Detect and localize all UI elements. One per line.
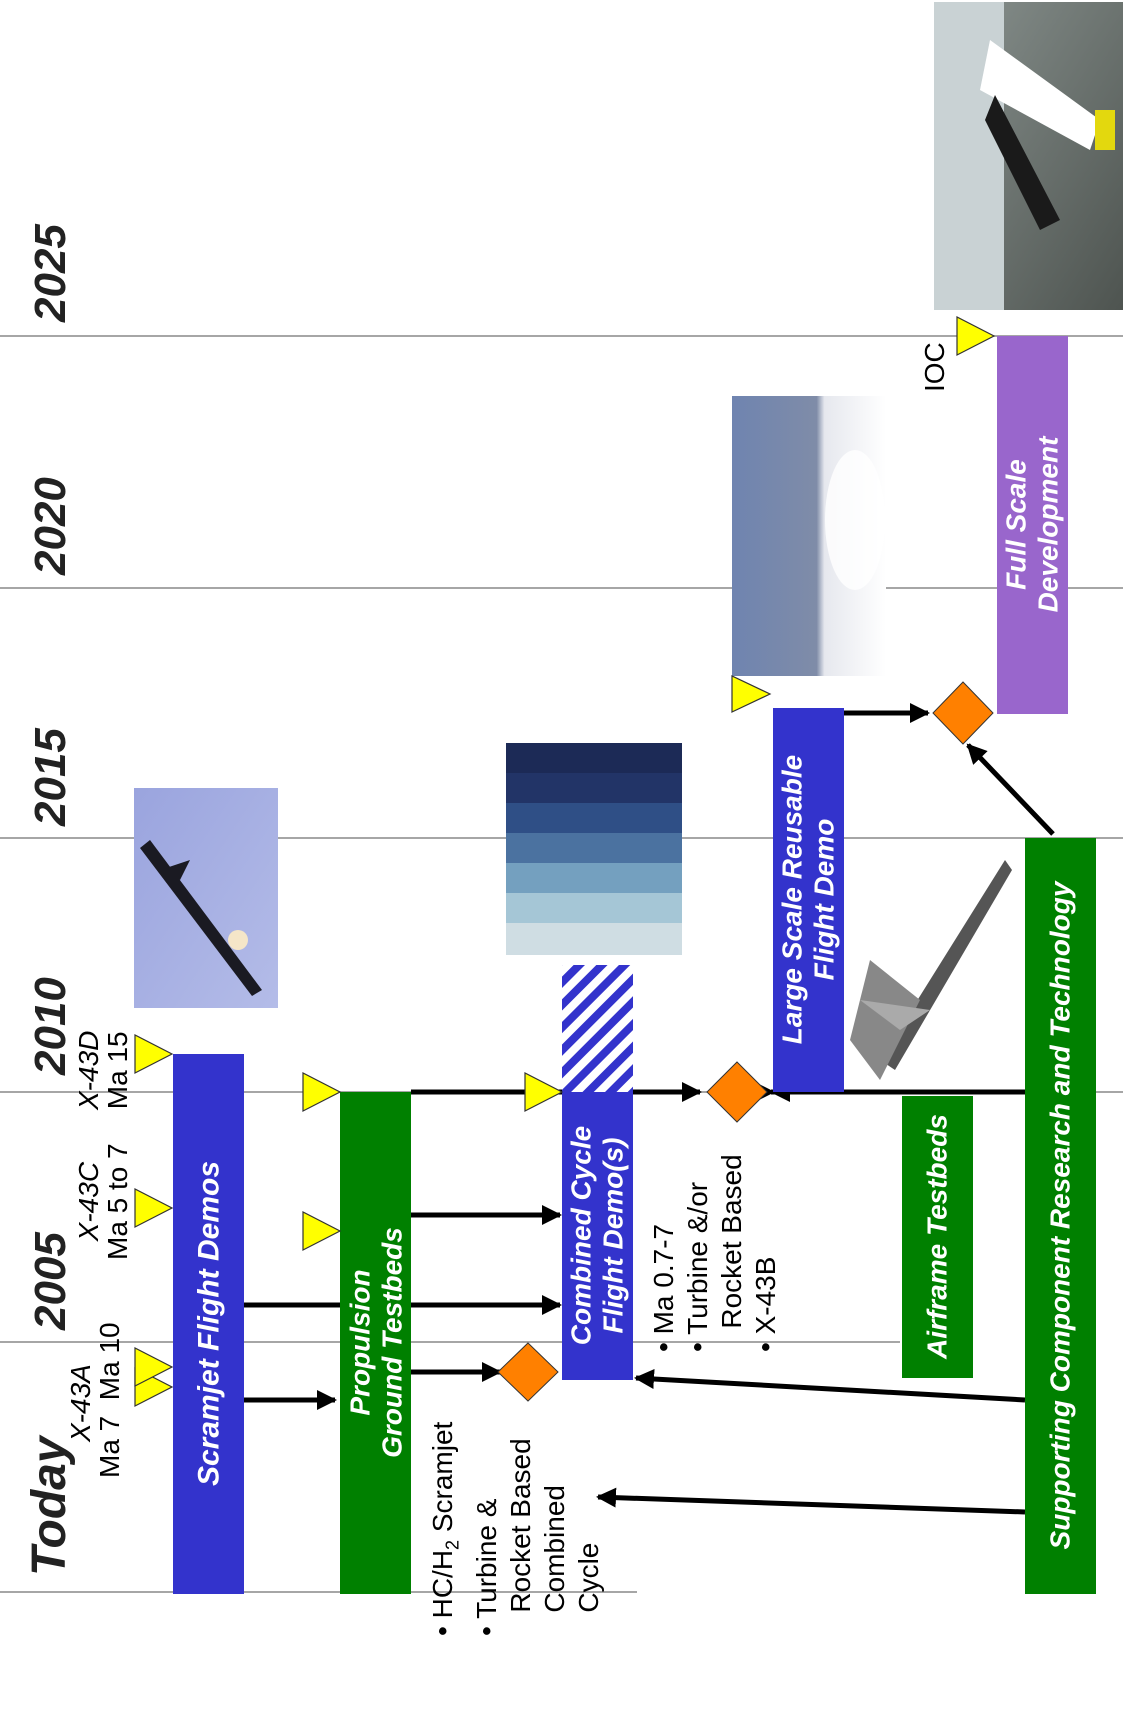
year-label-2025: 2025 bbox=[26, 224, 75, 322]
spaceplane-runway-photo bbox=[934, 2, 1123, 310]
bullet-item: • Ma 0.7-7 bbox=[648, 1223, 679, 1352]
ioc-milestone-label: IOC bbox=[919, 342, 950, 392]
bullet-item: • Turbine & bbox=[470, 1498, 502, 1636]
x43a-milestone-label: X-43A Ma 7 Ma 10 bbox=[65, 1322, 125, 1478]
combined-cycle-flight-demos-label: Combined Cycle Flight Demo(s) bbox=[565, 1125, 628, 1346]
propulsion-ground-testbeds-bar bbox=[340, 1092, 411, 1594]
scramjet-flight-demos-bar bbox=[173, 1054, 244, 1594]
scramjet-photo bbox=[134, 788, 278, 1008]
combined-cycle-hatched-extension bbox=[562, 965, 633, 1092]
full-scale-development-label: Full Scale Development bbox=[1000, 436, 1063, 613]
propulsion-ground-testbeds-label: Propulsion Ground Testbeds bbox=[344, 1227, 407, 1458]
bullet-item: Combined bbox=[538, 1485, 570, 1613]
launch-vehicle-illustration bbox=[850, 860, 1012, 1080]
decision-diamond bbox=[706, 1061, 768, 1123]
combined-cycle-flight-demos-bar bbox=[562, 1092, 633, 1380]
decision-diamond bbox=[497, 1342, 559, 1402]
year-label-2005: 2005 bbox=[26, 1232, 75, 1330]
supporting-research-label: Supporting Component Research and Techno… bbox=[1044, 881, 1075, 1550]
decision-diamond bbox=[932, 681, 994, 745]
year-label-2015: 2015 bbox=[26, 728, 75, 826]
bullet-item: Rocket Based bbox=[504, 1438, 536, 1613]
milestone-triangle bbox=[134, 316, 996, 1407]
bullet-item: • X-43B bbox=[750, 1256, 781, 1352]
earth-orbit-photo bbox=[732, 396, 886, 676]
bullet-item: Rocket Based bbox=[716, 1154, 747, 1329]
reentry-photo bbox=[506, 743, 682, 955]
year-label-2020: 2020 bbox=[26, 477, 75, 575]
full-scale-development-bar bbox=[997, 336, 1068, 714]
supporting-research-bar bbox=[1025, 838, 1096, 1594]
large-scale-reusable-flight-demo-bar bbox=[773, 708, 844, 1092]
x43c-milestone-label: X-43C Ma 5 to 7 bbox=[73, 1143, 133, 1260]
bullet-item: Cycle bbox=[572, 1542, 604, 1613]
airframe-testbeds-label: Airframe Testbeds bbox=[921, 1114, 952, 1359]
year-label-2010: 2010 bbox=[26, 977, 75, 1075]
scramjet-flight-demos-label: Scramjet Flight Demos bbox=[192, 1160, 225, 1487]
large-scale-reusable-flight-demo-label: Large Scale Reusable Flight Demo bbox=[776, 754, 839, 1045]
combined-cycle-bullet-list: • Ma 0.7-7 • Turbine &/or Rocket Based •… bbox=[647, 1154, 783, 1352]
bullet-item: • Turbine &/or bbox=[682, 1181, 713, 1352]
bullet-item: • HC/H2 Scramjet bbox=[427, 1421, 463, 1636]
airframe-testbeds-bar bbox=[902, 1096, 973, 1378]
x43d-milestone-label: X-43D Ma 15 bbox=[73, 1030, 133, 1110]
propulsion-bullet-list: • HC/H2 Scramjet • Turbine & Rocket Base… bbox=[426, 1422, 606, 1636]
